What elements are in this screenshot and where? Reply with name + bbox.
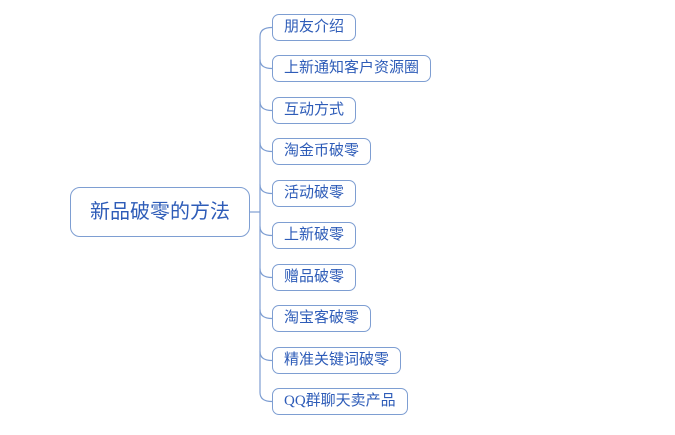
subtopic-node-friend-intro[interactable]: 朋友介绍 <box>272 14 357 41</box>
branch-stub <box>259 184 273 195</box>
subtopic-node-qq-group-chat[interactable]: QQ群聊天卖产品 <box>272 388 408 415</box>
subtopic-node-taojinbi[interactable]: 淘金币破零 <box>272 138 372 165</box>
branch-stub <box>259 309 273 320</box>
branch-stub <box>259 268 273 279</box>
subtopic-node-new-listing[interactable]: 上新破零 <box>272 222 357 249</box>
branch-stub <box>259 226 273 237</box>
trunk-line <box>259 26 273 403</box>
branch-stub <box>259 351 273 362</box>
subtopic-node-activity[interactable]: 活动破零 <box>272 180 357 207</box>
branch-stub <box>259 101 273 112</box>
branch-stub <box>259 59 273 70</box>
subtopic-node-taobaoke[interactable]: 淘宝客破零 <box>272 305 372 332</box>
root-topic-node[interactable]: 新品破零的方法 <box>70 187 250 237</box>
branch-stub <box>259 142 273 153</box>
subtopic-node-precise-keyword[interactable]: 精准关键词破零 <box>272 347 402 374</box>
subtopic-node-free-gift[interactable]: 赠品破零 <box>272 264 357 291</box>
subtopic-node-interaction[interactable]: 互动方式 <box>272 97 357 124</box>
subtopic-node-new-arrival-notify[interactable]: 上新通知客户资源圈 <box>272 55 432 82</box>
